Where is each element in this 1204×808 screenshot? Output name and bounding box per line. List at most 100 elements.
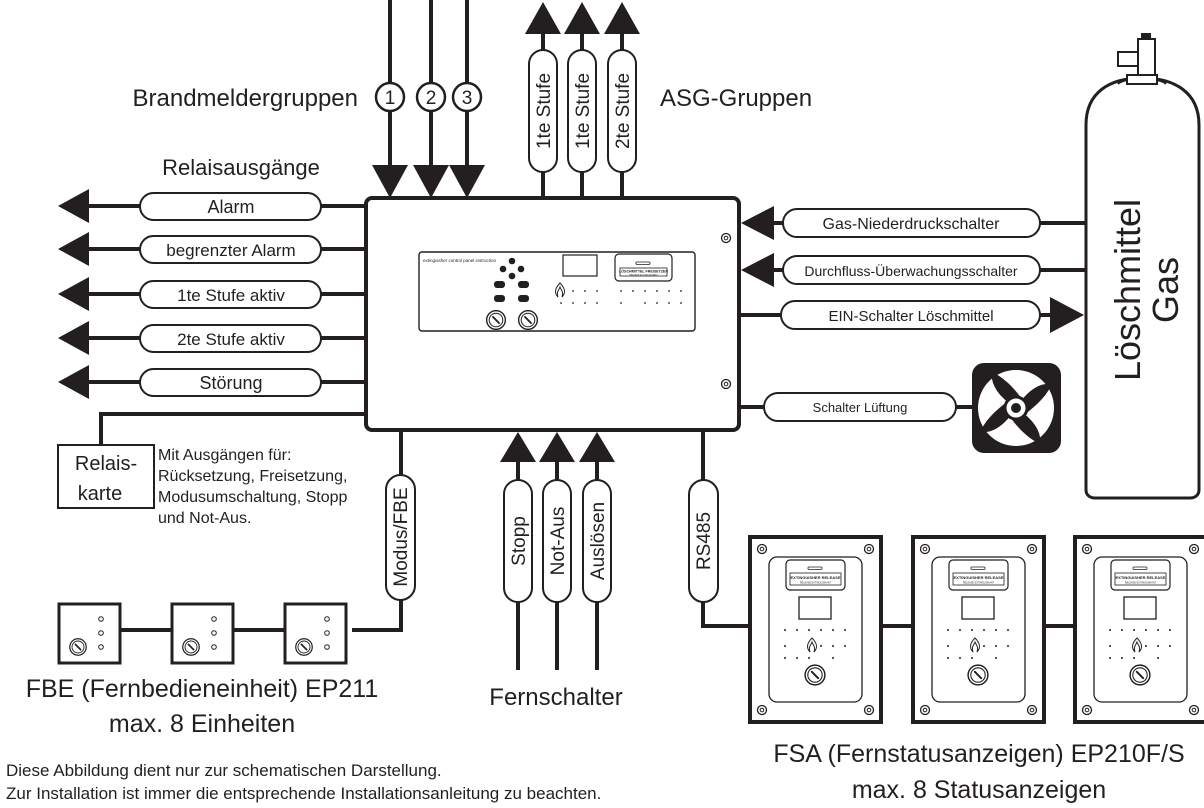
fbe-unit bbox=[170, 602, 235, 665]
relay-card-title-2: karte bbox=[78, 483, 122, 505]
release-cover bbox=[785, 559, 846, 591]
relay-card-desc: Rücksetzung, Freisetzung, bbox=[158, 468, 347, 485]
key-switch-icon bbox=[485, 309, 507, 331]
release-cover bbox=[614, 253, 673, 282]
relay-card-title-1: Relais- bbox=[75, 453, 137, 475]
screw-icon bbox=[720, 378, 732, 390]
disclaimer-line: Diese Abbildung dient nur zur schematisc… bbox=[6, 761, 442, 780]
screw-icon bbox=[756, 543, 768, 555]
relaisausgaenge-label: Relaisausgänge bbox=[162, 155, 320, 180]
output-label: EIN-Schalter Löschmittel bbox=[828, 308, 993, 325]
relay-output-label: Störung bbox=[199, 373, 262, 393]
panel-caption: extinguisher control panel instruction bbox=[423, 258, 497, 263]
release-cover bbox=[1110, 559, 1171, 591]
detector-group-arrows bbox=[372, 165, 485, 198]
screw-icon bbox=[919, 543, 931, 555]
display-screen bbox=[961, 596, 995, 620]
relay-pill bbox=[139, 324, 322, 353]
fbe-max: max. 8 Einheiten bbox=[109, 710, 295, 738]
relay-card-line bbox=[99, 412, 366, 445]
led-icon bbox=[508, 257, 516, 265]
asg-group-arrows bbox=[525, 2, 640, 34]
relay-card-desc: und Not-Aus. bbox=[158, 510, 251, 527]
key-switch-icon bbox=[294, 637, 314, 657]
screw-icon bbox=[919, 704, 931, 716]
screw-icon bbox=[1081, 704, 1093, 716]
key-switch-icon bbox=[804, 664, 826, 686]
fbe-unit bbox=[283, 602, 348, 665]
relay-output-label: Alarm bbox=[207, 197, 254, 217]
relay-pill bbox=[139, 192, 322, 221]
asg-group-pills: 1te Stufe 1te Stufe 2te Stufe bbox=[528, 49, 637, 173]
button-icon bbox=[518, 295, 529, 302]
fernschalter-label: Fernschalter bbox=[489, 684, 622, 711]
asg-pill bbox=[567, 49, 597, 173]
led-icon bbox=[508, 272, 516, 280]
fsa-max: max. 8 Statusanzeigen bbox=[852, 776, 1106, 804]
screw-icon bbox=[1026, 704, 1038, 716]
button-icon bbox=[494, 295, 505, 302]
relay-output-label: 2te Stufe aktiv bbox=[177, 330, 285, 349]
screw-icon bbox=[1081, 543, 1093, 555]
remote-switch-arrows bbox=[500, 432, 615, 462]
rs485-pill bbox=[688, 479, 719, 603]
remote-switch-pills: Stopp Not-Aus Auslösen bbox=[503, 479, 612, 603]
disclaimer-line: Zur Installation ist immer die entsprech… bbox=[6, 784, 601, 803]
key-switch-icon bbox=[517, 309, 539, 331]
modus-label: Modus/FBE bbox=[391, 487, 412, 586]
relay-output-label: 1te Stufe aktiv bbox=[177, 286, 285, 305]
fan-icon bbox=[972, 363, 1061, 453]
detector-group-badges: 1 2 3 bbox=[374, 81, 483, 113]
remote-switch-pill bbox=[582, 479, 612, 603]
remote-switch-label: Stopp bbox=[509, 516, 530, 566]
asg-pill bbox=[528, 49, 558, 173]
remote-switch-label: Auslösen bbox=[588, 502, 609, 580]
button-icon bbox=[518, 281, 529, 288]
input-pill bbox=[782, 208, 1041, 238]
brandmeldergruppen-label: Brandmeldergruppen bbox=[133, 85, 358, 112]
display-screen bbox=[798, 596, 832, 620]
input-pill bbox=[782, 255, 1041, 285]
release-cover bbox=[948, 559, 1009, 591]
detector-group-badge bbox=[451, 81, 483, 113]
fbe-title: FBE (Fernbedieneinheit) EP211 bbox=[26, 675, 379, 703]
detector-group-number: 1 bbox=[385, 88, 396, 109]
detector-group-number: 2 bbox=[426, 88, 437, 109]
display-screen bbox=[1123, 596, 1157, 620]
relay-card-desc: Mit Ausgängen für: bbox=[158, 447, 291, 464]
fbe-units bbox=[57, 602, 348, 665]
status-led-dots bbox=[560, 290, 682, 304]
relay-card-desc: Modusumschaltung, Stopp bbox=[158, 489, 348, 506]
relay-output-arrows bbox=[58, 189, 89, 399]
detector-group-number: 3 bbox=[462, 88, 473, 109]
relay-output-label: begrenzter Alarm bbox=[166, 241, 295, 260]
screw-icon bbox=[1026, 543, 1038, 555]
right-pills: Gas-Niederdruckschalter Durchfluss-Überw… bbox=[763, 208, 1041, 422]
screw-icon bbox=[863, 543, 875, 555]
remote-switch-pill bbox=[503, 479, 533, 603]
fsa-title: FSA (Fernstatusanzeigen) EP210F/S bbox=[773, 740, 1184, 768]
fsa-release-sublabel: RELEASE EXTINGUISHANT bbox=[800, 582, 832, 585]
modus-pill bbox=[385, 474, 416, 601]
right-arrows bbox=[741, 206, 1084, 333]
asg-gruppen-label: ASG-Gruppen bbox=[660, 85, 812, 112]
relay-card bbox=[57, 444, 155, 509]
input-label: Durchfluss-Überwachungsschalter bbox=[804, 262, 1018, 279]
relay-pill bbox=[139, 235, 322, 264]
button-icon bbox=[494, 281, 505, 288]
key-switch-icon bbox=[1129, 664, 1151, 686]
key-switch-icon bbox=[68, 637, 88, 657]
cylinder-label: Löschmittel bbox=[1107, 199, 1148, 381]
screw-icon bbox=[863, 704, 875, 716]
release-sublabel: RELEASE EXTINGUISHANT bbox=[629, 274, 658, 277]
fsa-release-sublabel: RELEASE EXTINGUISHANT bbox=[1125, 582, 1157, 585]
fsa-release-label: EXTINGUISHER RELEASE bbox=[953, 575, 1003, 580]
ventilation-pill bbox=[763, 392, 957, 422]
asg-pill bbox=[607, 49, 637, 173]
asg-label: 1te Stufe bbox=[534, 73, 555, 149]
screw-icon bbox=[1188, 704, 1200, 716]
screw-icon bbox=[1188, 543, 1200, 555]
